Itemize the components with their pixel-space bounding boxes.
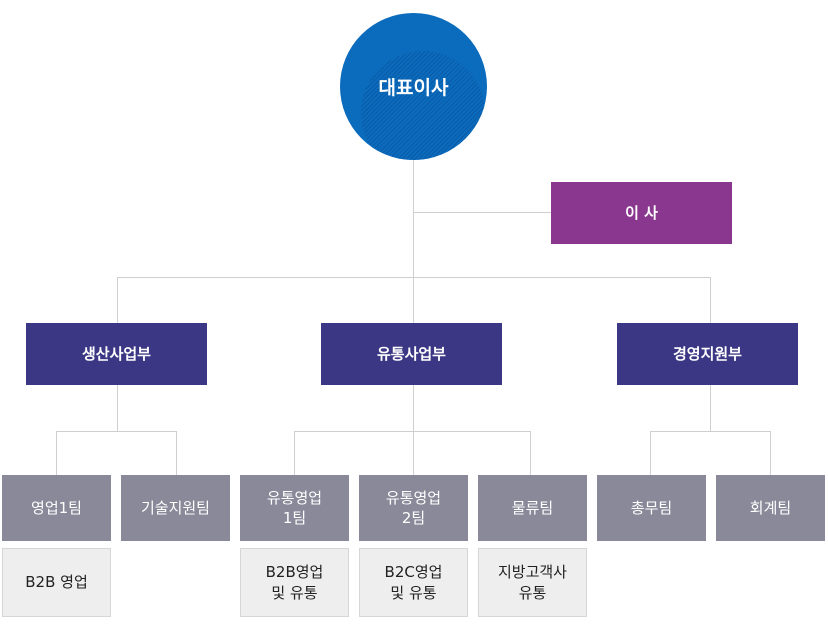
dept-production: 생산사업부 — [26, 323, 207, 385]
connector-team-5 — [530, 431, 531, 475]
duty-sales-1: B2B 영업 — [2, 548, 111, 617]
team-distribution-sales-1: 유통영업 1팀 — [240, 475, 349, 541]
connector-dept2-bar — [294, 431, 531, 432]
connector-team-2 — [176, 431, 177, 475]
connector-dept3-down — [710, 385, 711, 431]
connector-dept3-bar — [650, 431, 771, 432]
team-logistics: 물류팀 — [478, 475, 587, 541]
duty-logistics: 지방고객사 유통 — [478, 548, 587, 617]
connector-dept2-down — [413, 385, 414, 475]
team-general-affairs: 총무팀 — [597, 475, 706, 541]
connector-team-3 — [294, 431, 295, 475]
connector-dept-bar — [117, 277, 711, 278]
duty-distribution-sales-1: B2B영업 및 유통 — [240, 548, 349, 617]
team-accounting: 회계팀 — [716, 475, 825, 541]
connector-dept1-bar — [56, 431, 177, 432]
ceo-label: 대표이사 — [378, 77, 449, 99]
team-tech-support: 기술지원팀 — [121, 475, 230, 541]
connector-team-7 — [770, 431, 771, 475]
connector-director — [413, 212, 551, 213]
dept-management-support: 경영지원부 — [617, 323, 798, 385]
dept-distribution: 유통사업부 — [321, 323, 502, 385]
ceo-hatch-pattern — [361, 51, 485, 160]
duty-distribution-sales-2: B2C영업 및 유통 — [359, 548, 468, 617]
connector-dept1-down — [117, 385, 118, 431]
connector-dept-1 — [117, 277, 118, 323]
team-distribution-sales-2: 유통영업 2팀 — [359, 475, 468, 541]
team-sales-1: 영업1팀 — [2, 475, 111, 541]
director-node: 이 사 — [551, 182, 732, 244]
connector-team-1 — [56, 431, 57, 475]
connector-dept-3 — [710, 277, 711, 323]
connector-ceo-trunk — [413, 160, 414, 323]
ceo-node: 대표이사 — [340, 13, 487, 160]
connector-team-6 — [650, 431, 651, 475]
